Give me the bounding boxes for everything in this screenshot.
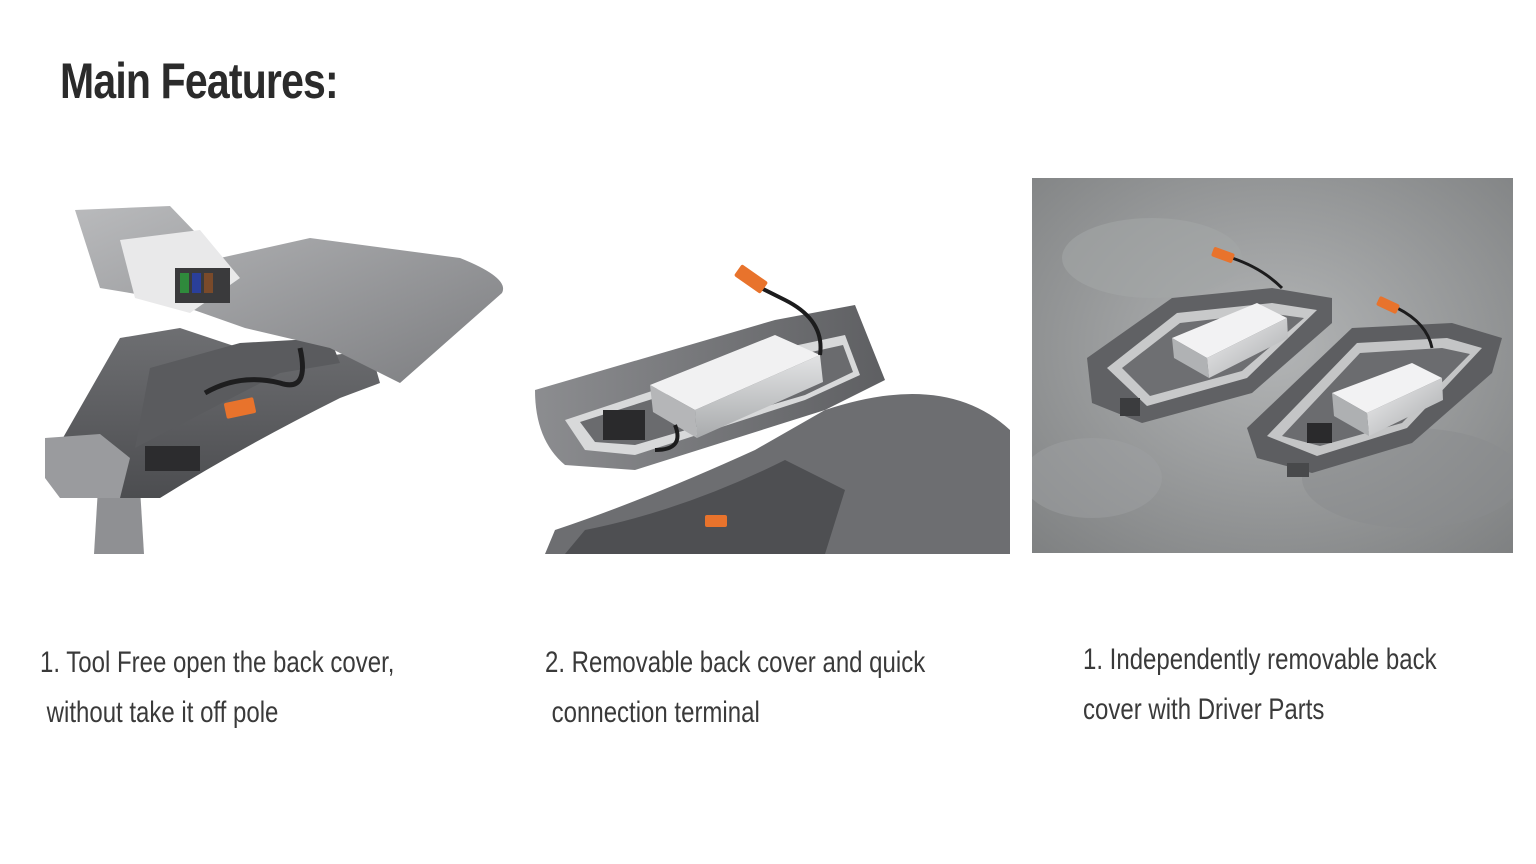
feature-image-2 — [525, 260, 1010, 554]
feature-caption-2-line1: 2. Removable back cover and quick — [545, 646, 926, 679]
feature-caption-3: 1. Independently removable back cover wi… — [1083, 635, 1437, 735]
feature-caption-3-line1: 1. Independently removable back — [1083, 643, 1437, 676]
feature-image-3 — [1032, 178, 1513, 553]
removable-cover-terminal-image — [535, 264, 1010, 554]
feature-caption-3-line2: cover with Driver Parts — [1083, 693, 1325, 726]
feature-caption-2-line2: connection terminal — [545, 696, 760, 729]
feature-caption-1: 1. Tool Free open the back cover, withou… — [40, 638, 394, 738]
feature-caption-1-line1: 1. Tool Free open the back cover, — [40, 646, 395, 679]
feature-caption-2: 2. Removable back cover and quick connec… — [545, 638, 925, 738]
page-title: Main Features: — [60, 53, 339, 109]
driver-cover-pair-image — [1032, 178, 1513, 553]
street-light-open-cover-image — [45, 206, 504, 554]
feature-caption-1-line2: without take it off pole — [40, 696, 279, 729]
feature-image-1 — [40, 198, 505, 554]
